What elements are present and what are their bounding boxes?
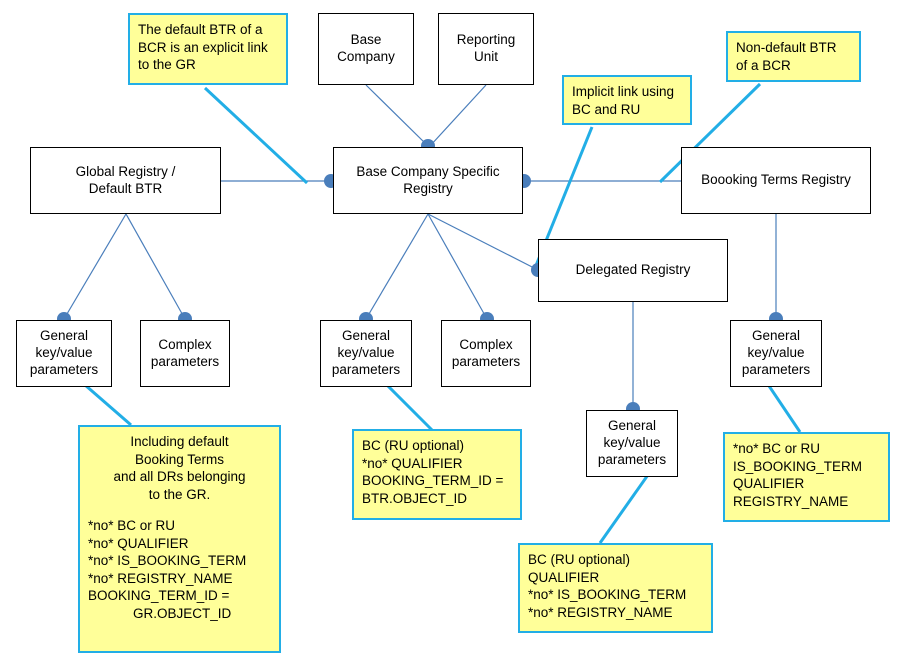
- node-label-gr-general-params: General key/value parameters: [29, 328, 99, 377]
- edge-line-gr-to-general: [63, 213, 127, 320]
- node-label-bcr-complex-params: Complex parameters: [451, 336, 521, 369]
- node-label-btr-general-params: General key/value parameters: [741, 328, 811, 377]
- highlight-line-hl-dr-general-note: [598, 471, 652, 544]
- node-label-global-registry: Global Registry / Default BTR: [75, 163, 176, 196]
- note-text-note-dr-details: BC (RU optional) QUALIFIER *no* IS_BOOKI…: [528, 552, 687, 620]
- node-bcr-complex-params[interactable]: Complex parameters: [441, 320, 531, 387]
- node-dr-general-params[interactable]: General key/value parameters: [586, 410, 678, 477]
- node-label-delegated-registry: Delegated Registry: [575, 262, 691, 278]
- edge-line-bc-to-bcr: [365, 84, 429, 147]
- note-note-implicit-link[interactable]: Implicit link using BC and RU: [562, 75, 692, 125]
- node-label-gr-complex-params: Complex parameters: [150, 336, 220, 369]
- note-note-default-btr[interactable]: The default BTR of a BCR is an explicit …: [128, 13, 288, 85]
- note-note-dr-details[interactable]: BC (RU optional) QUALIFIER *no* IS_BOOKI…: [518, 543, 713, 633]
- node-label-booking-terms-registry: Boooking Terms Registry: [701, 172, 851, 188]
- node-booking-terms-registry[interactable]: Boooking Terms Registry: [681, 147, 871, 214]
- note-text-note-implicit-link: Implicit link using BC and RU: [572, 84, 675, 117]
- node-label-bcr-general-params: General key/value parameters: [331, 328, 401, 377]
- edge-line-gr-to-complex: [125, 213, 186, 320]
- node-label-dr-general-params: General key/value parameters: [597, 418, 667, 467]
- note-text-note-btr-details: *no* BC or RU IS_BOOKING_TERM QUALIFIER …: [733, 441, 863, 509]
- note-spacer: [88, 503, 271, 517]
- node-base-company[interactable]: Base Company: [318, 13, 414, 85]
- note-text-note-non-default-btr: Non-default BTR of a BCR: [736, 40, 837, 73]
- node-label-base-company: Base Company: [337, 32, 395, 64]
- node-gr-general-params[interactable]: General key/value parameters: [16, 320, 112, 387]
- node-gr-complex-params[interactable]: Complex parameters: [140, 320, 230, 387]
- node-btr-general-params[interactable]: General key/value parameters: [730, 320, 822, 387]
- note-text2-note-gr-details: *no* BC or RU *no* QUALIFIER *no* IS_BOO…: [88, 518, 247, 621]
- node-label-base-company-specific-registry: Base Company Specific Registry: [356, 163, 500, 196]
- node-global-registry[interactable]: Global Registry / Default BTR: [30, 147, 221, 214]
- note-text-note-bcr-details: BC (RU optional) *no* QUALIFIER BOOKING_…: [362, 438, 504, 506]
- note-note-gr-details[interactable]: Including default Booking Terms and all …: [78, 425, 281, 653]
- note-note-btr-details[interactable]: *no* BC or RU IS_BOOKING_TERM QUALIFIER …: [723, 432, 890, 522]
- note-text-note-gr-details: Including default Booking Terms and all …: [113, 434, 246, 502]
- node-base-company-specific-registry[interactable]: Base Company Specific Registry: [333, 147, 523, 214]
- edge-line-ru-to-bcr: [429, 84, 487, 147]
- node-bcr-general-params[interactable]: General key/value parameters: [320, 320, 412, 387]
- note-note-non-default-btr[interactable]: Non-default BTR of a BCR: [726, 31, 861, 82]
- edge-line-bcr-to-complex: [427, 213, 488, 320]
- node-delegated-registry[interactable]: Delegated Registry: [538, 239, 728, 302]
- note-note-bcr-details[interactable]: BC (RU optional) *no* QUALIFIER BOOKING_…: [352, 429, 522, 520]
- edge-line-bcr-to-general: [365, 213, 429, 320]
- node-reporting-unit[interactable]: Reporting Unit: [438, 13, 534, 85]
- note-text-note-default-btr: The default BTR of a BCR is an explicit …: [138, 22, 268, 73]
- node-label-reporting-unit: Reporting Unit: [456, 32, 516, 64]
- edge-line-bcr-to-dr: [427, 213, 539, 271]
